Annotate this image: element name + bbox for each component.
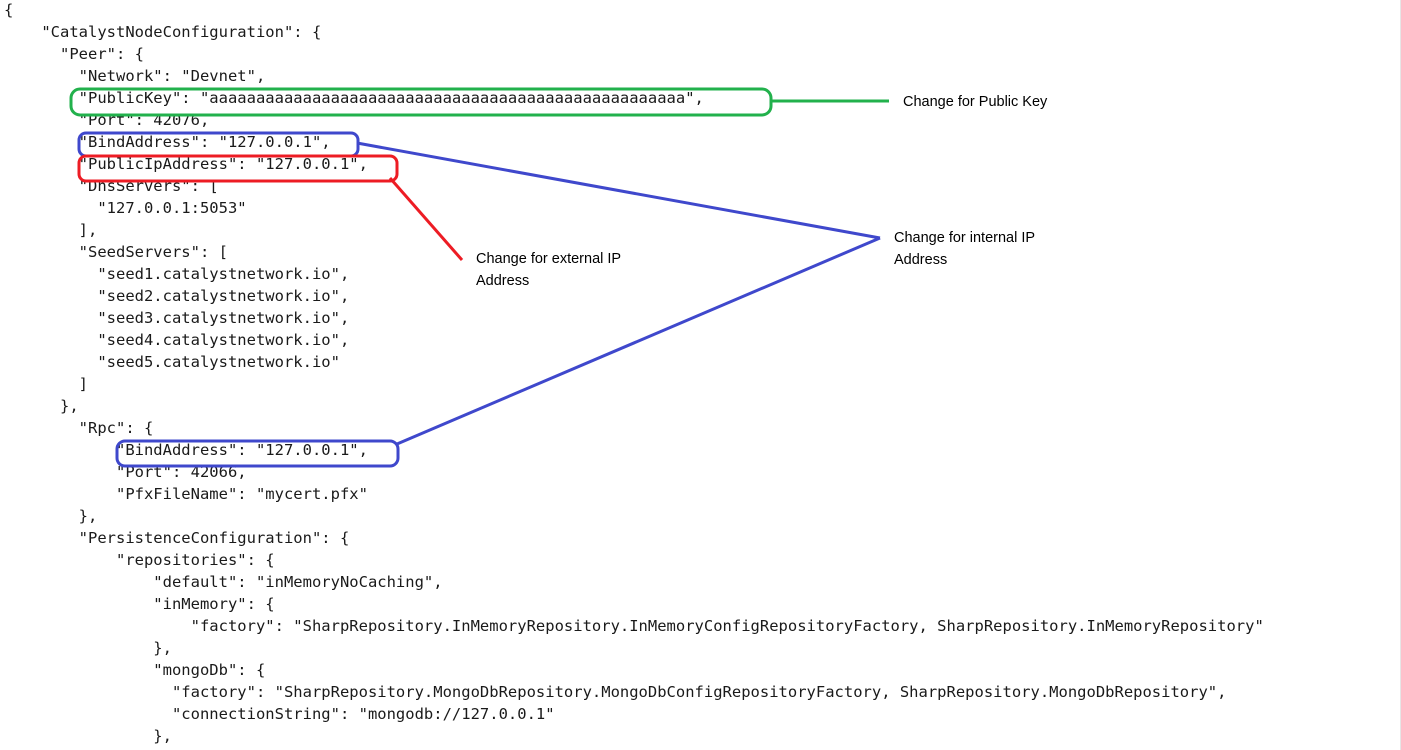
code-line: "seed3.catalystnetwork.io", bbox=[4, 309, 350, 327]
code-line: "PersistenceConfiguration": { bbox=[4, 529, 350, 547]
code-line: "SeedServers": [ bbox=[4, 243, 228, 261]
code-line: }, bbox=[4, 507, 98, 525]
public-key-note: Change for Public Key bbox=[903, 94, 1048, 110]
code-line: "Port": 42066, bbox=[4, 463, 247, 481]
code-line: "Port": 42076, bbox=[4, 111, 210, 129]
code-line: "Rpc": { bbox=[4, 419, 154, 437]
code-line: "factory": "SharpRepository.InMemoryRepo… bbox=[4, 617, 1264, 635]
code-line: "BindAddress": "127.0.0.1", bbox=[4, 133, 331, 151]
code-line: "default": "inMemoryNoCaching", bbox=[4, 573, 443, 591]
code-line: "repositories": { bbox=[4, 551, 275, 569]
code-line: "seed4.catalystnetwork.io", bbox=[4, 331, 350, 349]
code-line: "PfxFileName": "mycert.pfx" bbox=[4, 485, 368, 503]
internal-ip-note-line1: Change for internal IP bbox=[894, 230, 1036, 246]
code-line: "Network": "Devnet", bbox=[4, 67, 266, 85]
code-line: "seed1.catalystnetwork.io", bbox=[4, 265, 350, 283]
code-line: "DnsServers": [ bbox=[4, 177, 219, 195]
code-line: "CatalystNodeConfiguration": { bbox=[4, 23, 322, 41]
code-line: "mongoDb": { bbox=[4, 661, 266, 679]
internal-ip-note-line2: Address bbox=[894, 252, 948, 268]
code-line: "seed2.catalystnetwork.io", bbox=[4, 287, 350, 305]
code-line: ], bbox=[4, 221, 98, 239]
code-line: "BindAddress": "127.0.0.1", bbox=[4, 441, 368, 459]
code-line: "PublicIpAddress": "127.0.0.1", bbox=[4, 155, 368, 173]
code-line: }, bbox=[4, 397, 79, 415]
code-line: "PublicKey": "aaaaaaaaaaaaaaaaaaaaaaaaaa… bbox=[4, 89, 704, 107]
code-line: "seed5.catalystnetwork.io" bbox=[4, 353, 340, 371]
external-ip-note-line2: Address bbox=[476, 273, 530, 289]
code-line: ] bbox=[4, 375, 88, 393]
code-line: { bbox=[4, 1, 14, 19]
code-line: "Peer": { bbox=[4, 45, 144, 63]
code-line: "factory": "SharpRepository.MongoDbRepos… bbox=[4, 683, 1227, 701]
code-line: "connectionString": "mongodb://127.0.0.1… bbox=[4, 705, 555, 723]
external-ip-note-line1: Change for external IP bbox=[476, 251, 622, 267]
code-line: "127.0.0.1:5053" bbox=[4, 199, 247, 217]
code-line: }, bbox=[4, 639, 172, 657]
code-line: "inMemory": { bbox=[4, 595, 275, 613]
code-line: }, bbox=[4, 727, 172, 745]
